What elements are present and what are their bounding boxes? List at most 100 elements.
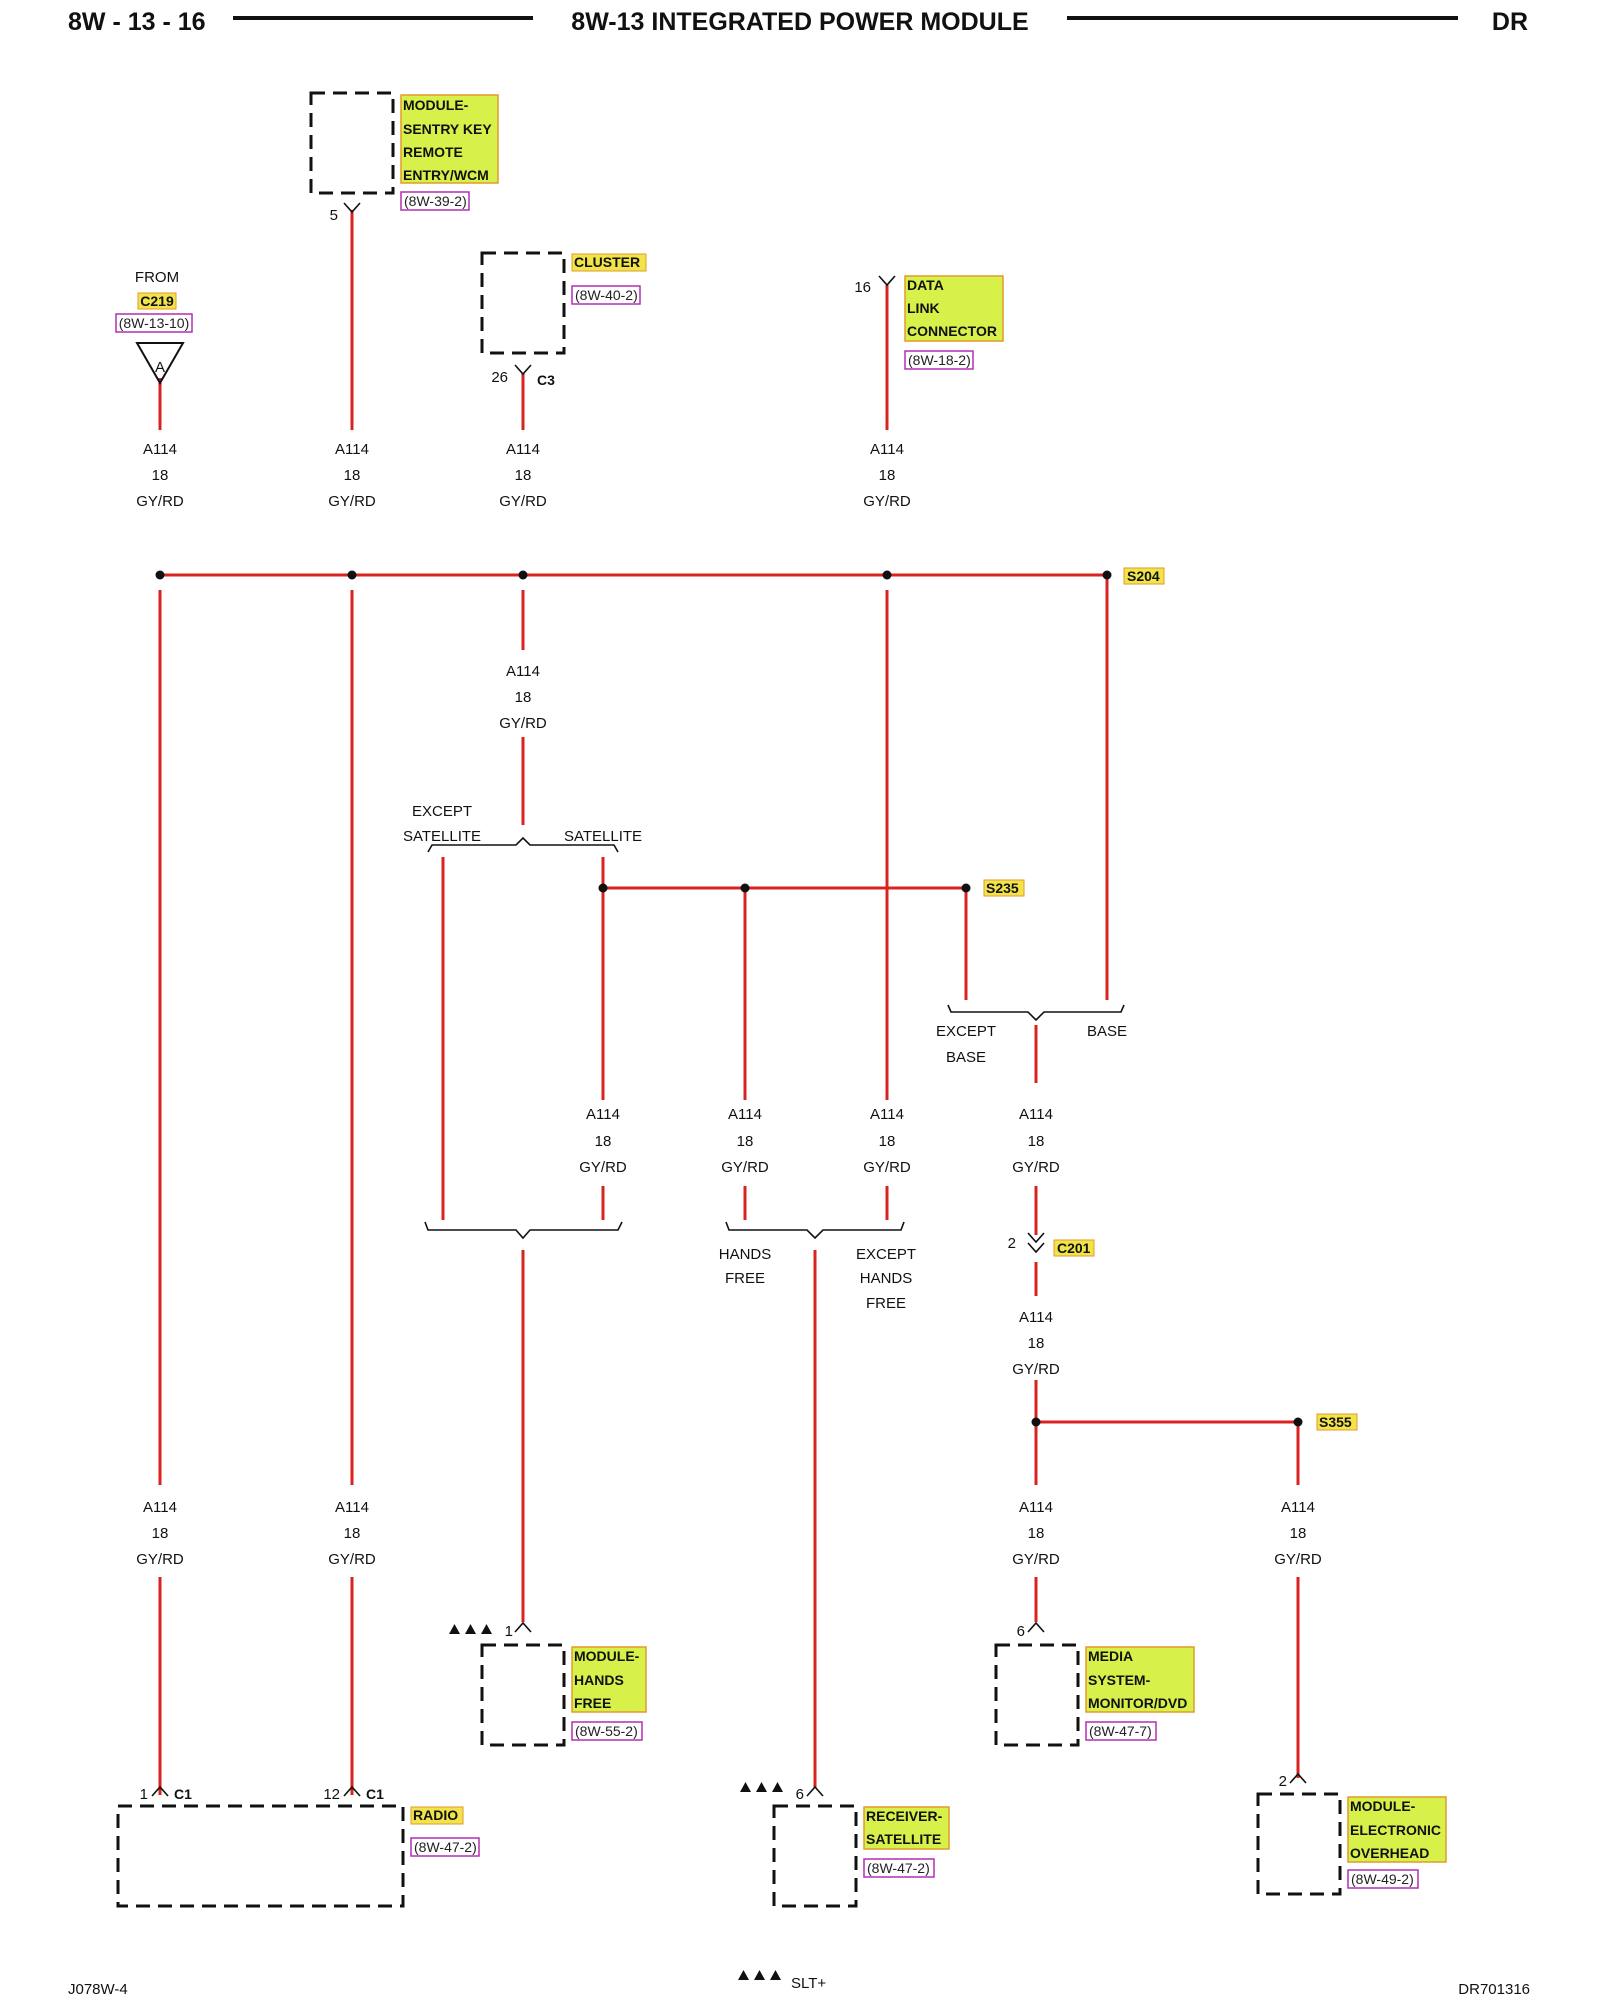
wire-label-col1-top: A114 18 GY/RD: [136, 441, 184, 510]
svg-text:(8W-55-2): (8W-55-2): [575, 1723, 638, 1739]
wire-label-overhead: A114 18 GY/RD: [1274, 1499, 1322, 1568]
wire-label-col2-top: A114 18 GY/RD: [328, 441, 376, 510]
wire-label-col3-top: A114 18 GY/RD: [499, 441, 547, 510]
module-sentry-key: 5 MODULE- SENTRY KEY REMOTE ENTRY/WCM (8…: [309, 91, 499, 224]
svg-text:DATA: DATA: [907, 277, 944, 293]
svg-text:6: 6: [1017, 1623, 1025, 1640]
svg-text:FROM: FROM: [135, 269, 179, 286]
except-base-label: EXCEPT: [936, 1023, 996, 1040]
svg-text:18: 18: [1028, 1525, 1045, 1542]
svg-text:RECEIVER-: RECEIVER-: [866, 1808, 943, 1824]
svg-text:18: 18: [344, 467, 361, 484]
svg-text:GY/RD: GY/RD: [499, 493, 547, 510]
svg-text:A114: A114: [586, 1106, 620, 1123]
svg-text:16: 16: [854, 279, 871, 296]
wire-label-col4-mid: A114 18 GY/RD: [863, 1106, 911, 1176]
svg-text:GY/RD: GY/RD: [1012, 1551, 1060, 1568]
svg-text:C1: C1: [174, 1786, 192, 1802]
svg-text:C3: C3: [537, 372, 555, 388]
svg-text:C219: C219: [140, 293, 174, 309]
svg-text:FREE: FREE: [725, 1270, 765, 1287]
svg-text:A114: A114: [335, 441, 369, 458]
satellite-label: SATELLITE: [564, 828, 642, 845]
svg-text:HANDS: HANDS: [860, 1270, 913, 1287]
svg-text:18: 18: [1028, 1133, 1045, 1150]
svg-text:18: 18: [152, 1525, 169, 1542]
svg-text:12: 12: [323, 1786, 340, 1803]
svg-text:A: A: [155, 359, 165, 376]
wire-label-col1-bottom: A114 18 GY/RD: [136, 1499, 184, 1568]
svg-text:(8W-47-2): (8W-47-2): [414, 1839, 477, 1855]
svg-text:GY/RD: GY/RD: [1012, 1159, 1060, 1176]
svg-text:MODULE-: MODULE-: [403, 97, 469, 113]
svg-text:26: 26: [491, 369, 508, 386]
wire-label-hands-free: A114 18 GY/RD: [721, 1106, 769, 1176]
footer-right: DR701316: [1458, 1981, 1530, 1998]
data-link-connector: 16 DATA LINK CONNECTOR (8W-18-2): [854, 275, 1004, 370]
svg-text:S204: S204: [1127, 568, 1160, 584]
option-labels: EXCEPT SATELLITE SATELLITE EXCEPT BASE B…: [403, 803, 1127, 1312]
svg-text:18: 18: [595, 1133, 612, 1150]
svg-text:A114: A114: [1019, 1309, 1053, 1326]
svg-text:18: 18: [1028, 1335, 1045, 1352]
svg-text:SATELLITE: SATELLITE: [403, 828, 481, 845]
svg-text:6: 6: [796, 1786, 804, 1803]
svg-text:SENTRY KEY: SENTRY KEY: [403, 121, 492, 137]
splice-s355: S355: [1316, 1413, 1358, 1431]
svg-text:HANDS: HANDS: [574, 1672, 624, 1688]
footer-left: J078W-4: [68, 1981, 128, 1998]
connector-c201: 2 C201: [1008, 1232, 1095, 1257]
svg-text:18: 18: [737, 1133, 754, 1150]
option-braces: [424, 836, 1125, 1240]
svg-text:MODULE-: MODULE-: [1350, 1798, 1416, 1814]
svg-text:A114: A114: [1281, 1499, 1315, 1516]
splice-dots: [155, 570, 1303, 1427]
svg-text:SYSTEM-: SYSTEM-: [1088, 1672, 1151, 1688]
offpage-triangle-icon: [135, 342, 185, 386]
svg-text:A114: A114: [728, 1106, 762, 1123]
svg-text:FREE: FREE: [866, 1295, 906, 1312]
svg-text:GY/RD: GY/RD: [499, 715, 547, 732]
svg-text:5: 5: [330, 207, 338, 224]
page-number: 8W - 13 - 16: [68, 8, 206, 36]
svg-text:LINK: LINK: [907, 300, 940, 316]
svg-text:A114: A114: [335, 1499, 369, 1516]
svg-text:A114: A114: [506, 663, 540, 680]
from-c219: FROM C219 (8W-13-10) A: [115, 269, 193, 386]
svg-text:OVERHEAD: OVERHEAD: [1350, 1845, 1429, 1861]
svg-text:CLUSTER: CLUSTER: [574, 254, 640, 270]
svg-text:MONITOR/DVD: MONITOR/DVD: [1088, 1695, 1187, 1711]
wires: [158, 210, 1300, 1795]
except-hands-free-label: EXCEPT: [856, 1246, 916, 1263]
svg-text:18: 18: [515, 689, 532, 706]
page-title: 8W-13 INTEGRATED POWER MODULE: [571, 8, 1028, 36]
svg-text:MODULE-: MODULE-: [574, 1648, 640, 1664]
splice-s204: S204: [1123, 567, 1165, 585]
splice-s235: S235: [983, 879, 1025, 897]
svg-text:GY/RD: GY/RD: [328, 1551, 376, 1568]
svg-text:ENTRY/WCM: ENTRY/WCM: [403, 167, 489, 183]
wire-label-col4-top: A114 18 GY/RD: [863, 441, 911, 510]
svg-text:C1: C1: [366, 1786, 384, 1802]
module-hands-free: 1 MODULE- HANDS FREE (8W-55-2): [449, 1621, 647, 1747]
svg-text:GY/RD: GY/RD: [136, 1551, 184, 1568]
svg-text:S235: S235: [986, 880, 1019, 896]
svg-text:ELECTRONIC: ELECTRONIC: [1350, 1822, 1441, 1838]
svg-text:A114: A114: [870, 441, 904, 458]
svg-text:(8W-49-2): (8W-49-2): [1351, 1871, 1414, 1887]
svg-text:MEDIA: MEDIA: [1088, 1648, 1133, 1664]
except-satellite-label: EXCEPT: [412, 803, 472, 820]
svg-text:GY/RD: GY/RD: [863, 1159, 911, 1176]
svg-text:(8W-40-2): (8W-40-2): [575, 287, 638, 303]
svg-text:(8W-39-2): (8W-39-2): [404, 193, 467, 209]
svg-text:18: 18: [152, 467, 169, 484]
svg-text:GY/RD: GY/RD: [579, 1159, 627, 1176]
wire-label-base: A114 18 GY/RD: [1012, 1106, 1060, 1176]
svg-text:C201: C201: [1057, 1240, 1091, 1256]
wire-label-col2-bottom: A114 18 GY/RD: [328, 1499, 376, 1568]
svg-text:(8W-47-2): (8W-47-2): [867, 1860, 930, 1876]
svg-text:(8W-13-10): (8W-13-10): [119, 315, 190, 331]
triangle-icon: [738, 1970, 781, 1980]
svg-text:18: 18: [1290, 1525, 1307, 1542]
svg-text:2: 2: [1279, 1773, 1287, 1790]
